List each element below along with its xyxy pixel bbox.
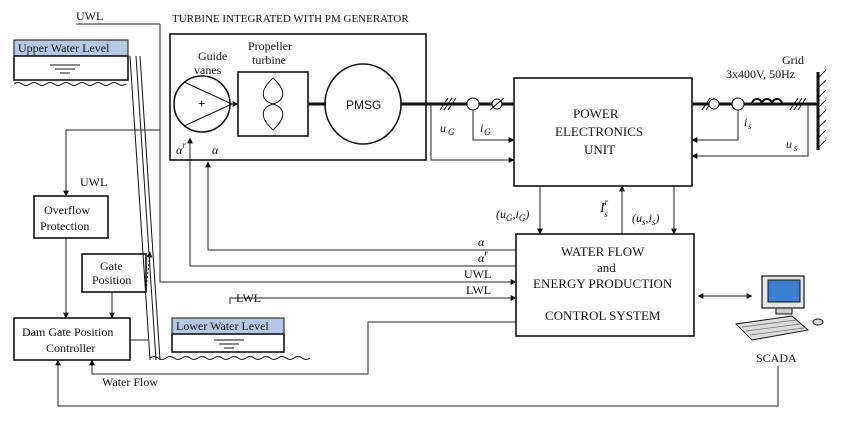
gate-position-label-1: Gate — [100, 259, 123, 273]
lwl-line-label: LWL — [466, 283, 491, 297]
dam-gate-line-3 — [139, 55, 161, 361]
uG-label: u — [440, 121, 446, 135]
overflow-label-1: Overflow — [44, 203, 90, 217]
dam-controller-label-2: Controller — [46, 341, 95, 355]
upper-reservoir-frame — [13, 55, 129, 81]
pe-label-2: ELECTRONICS — [555, 124, 643, 139]
lower-reservoir-frame — [171, 333, 285, 353]
gen-bus-ticks — [439, 97, 457, 111]
uG-sub: G — [448, 127, 455, 137]
current-sensor-gen — [466, 97, 480, 111]
pe-label-1: POWER — [573, 106, 619, 121]
iG-label: i — [480, 121, 483, 135]
overflow-label-2: Protection — [40, 219, 89, 233]
gate-position-label-2: Position — [92, 273, 131, 287]
turbine-block — [169, 33, 427, 161]
vane-lower — [183, 103, 233, 127]
overflow-protection-box — [33, 195, 109, 239]
water-flow-wire — [89, 321, 516, 375]
propeller-icon — [262, 77, 284, 131]
guide-vanes-label-1: Guide — [198, 49, 227, 63]
plus-sign: + — [198, 96, 205, 111]
is-sub: s — [748, 121, 752, 131]
uwl-line — [159, 24, 517, 285]
guide-alpha-label: α — [212, 143, 219, 157]
wf-label-3: ENERGY PRODUCTION — [533, 276, 673, 291]
guide-vanes-label-2: vanes — [194, 63, 222, 77]
water-level-symbol-lower — [214, 339, 244, 349]
alpha-line — [205, 161, 516, 251]
propeller-label-2: turbine — [252, 53, 286, 67]
gate-position-box — [81, 253, 147, 293]
grid-inductor — [751, 98, 783, 105]
voltage-sensor-grid — [708, 98, 720, 110]
uGiG-label: (uG,iG) — [496, 207, 529, 223]
dam-gate-line-2 — [135, 55, 157, 361]
power-electronics-box — [513, 77, 693, 187]
iG-sub: G — [484, 127, 491, 137]
turbine-title: TURBINE INTEGRATED WITH PM GENERATOR — [172, 13, 409, 25]
usis-label: (us,is) — [632, 211, 659, 227]
water-flow-label: Water Flow — [102, 375, 158, 389]
pmsg-label: PMSG — [346, 98, 381, 112]
guide-alpha-r-label: αr — [176, 140, 186, 157]
grid-bus-ticks-2 — [789, 97, 807, 111]
grid-label: Grid — [782, 53, 804, 67]
uwl-left-wire — [63, 129, 160, 197]
pe-label-3: UNIT — [584, 142, 615, 157]
uwl-top-label: UWL — [76, 9, 103, 23]
grid-hatch — [817, 69, 827, 149]
scada-label: SCADA — [756, 351, 797, 365]
us-label: u — [786, 137, 792, 151]
uwl-line-label: UWL — [464, 267, 491, 281]
us-sub: s — [794, 143, 798, 153]
is-feedback-wire — [691, 110, 739, 143]
us-feedback-wire — [691, 104, 809, 159]
wf-label-4: CONTROL SYSTEM — [545, 308, 661, 323]
scada-return-wire — [55, 359, 779, 407]
grid-voltage-label: 3x400V, 50Hz — [726, 67, 795, 81]
wf-label-1: WATER FLOW — [561, 244, 645, 259]
lwl-line — [229, 295, 517, 304]
uG-feedback-wire — [430, 104, 515, 163]
vane-upper — [183, 81, 233, 105]
uwl-left-label: UWL — [80, 175, 107, 189]
lower-water-level-label: Lower Water Level — [176, 319, 269, 333]
dam-gate-line-1 — [129, 55, 151, 361]
propeller-label-1: Propeller — [248, 39, 292, 53]
upper-water-level-label: Upper Water Level — [18, 41, 110, 55]
wf-label-2: and — [597, 260, 616, 275]
water-level-symbol-upper — [50, 64, 80, 74]
dam-controller-label-1: Dam Gate Position — [22, 325, 113, 339]
guide-vanes-circle — [173, 75, 231, 133]
alpha-r-label: αr — [478, 248, 488, 265]
lwl-top-label: LWL — [236, 291, 261, 305]
upper-water-wave — [13, 82, 127, 86]
current-sensor-grid — [731, 97, 745, 111]
control-system-box — [515, 233, 695, 337]
lower-water-wave — [149, 356, 311, 360]
alpha-r-line — [187, 137, 516, 267]
iG-feedback-wire — [472, 110, 515, 143]
dam-gate-controller-box — [13, 317, 131, 361]
is-label: i — [744, 115, 747, 129]
alpha-label: α — [478, 235, 485, 249]
computer-icon — [734, 275, 824, 341]
